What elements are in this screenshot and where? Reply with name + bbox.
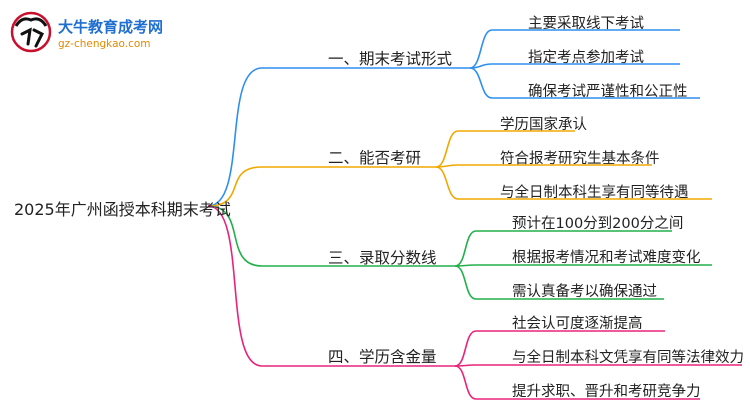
branch-graduate-exam: 二、能否考研 [328,149,422,167]
leaf-connector-1-3 [469,67,700,99]
leaf-connector-4-2 [454,364,742,367]
leaf-state-recognized: 学历国家承认 [500,117,587,133]
leaf-connector-2-1 [435,130,575,168]
branch-connector-3 [207,205,455,267]
leaf-connector-3-1 [454,230,672,267]
leaf-equal-treatment: 与全日制本科生享有同等待遇 [500,185,689,201]
leaf-connector-3-3 [454,265,664,300]
root-topic: 2025年广州函授本科期末考试 [14,200,231,219]
leaf-varies-by-difficulty: 根据报考情况和考试难度变化 [512,250,701,266]
leaf-connector-3-2 [454,264,712,267]
leaf-social-recognition: 社会认可度逐渐提高 [512,316,643,332]
branch-admission-score: 三、录取分数线 [328,249,437,267]
leaf-career-competitiveness: 提升求职、晋升和考研竞争力 [512,384,701,400]
branch-connector-2 [207,166,436,207]
logo-url: gz-chengkao.com [58,38,151,50]
leaf-connector-4-1 [454,330,665,367]
branch-exam-format: 一、期末考试形式 [328,50,453,68]
leaf-connector-1-1 [469,29,680,69]
leaf-connector-1-2 [469,63,680,69]
branch-connector-4 [207,205,455,367]
leaf-meets-conditions: 符合报考研究生基本条件 [500,151,660,167]
branch-connector-1 [207,67,470,207]
site-logo: 大牛教育成考网 gz-chengkao.com [8,8,208,58]
bull-logo-icon [10,11,52,53]
leaf-connector-2-2 [435,164,652,168]
leaf-connector-4-3 [454,365,700,400]
leaf-rigor-fairness: 确保考试严谨性和公正性 [528,84,688,100]
leaf-score-range: 预计在100分到200分之间 [512,216,684,232]
leaf-designated-center: 指定考点参加考试 [528,50,644,66]
leaf-equal-legal-effect: 与全日制本科文凭享有同等法律效力 [512,350,744,366]
leaf-offline-exam: 主要采取线下考试 [528,16,644,32]
branch-diploma-value: 四、学历含金量 [328,348,437,366]
leaf-connector-2-3 [435,166,712,200]
logo-title: 大牛教育成考网 [58,18,164,36]
leaf-prepare-seriously: 需认真备考以确保通过 [512,284,657,300]
